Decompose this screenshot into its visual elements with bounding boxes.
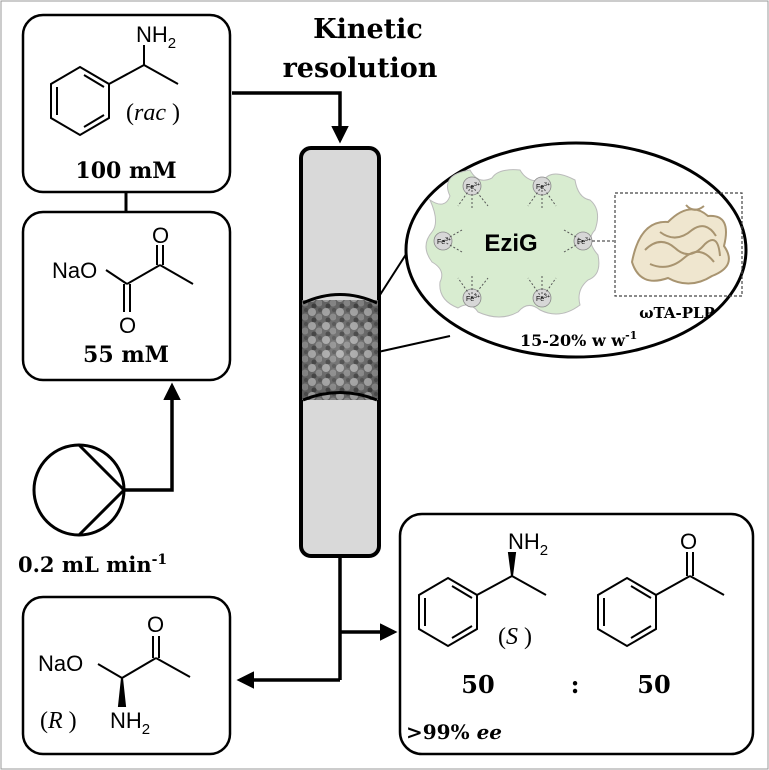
s-amine-structure-icon (418, 552, 547, 648)
catalyst-zoom: Fe3+ Fe3+ Fe3+ Fe3+ Fe3+ Fe3+ EziG ωTA-P… (404, 141, 748, 359)
ratio-separator: : (571, 670, 580, 699)
alanine-structure-icon (97, 636, 191, 707)
fe-ion-label-2: Fe3+ (536, 182, 550, 191)
ratio-left: 50 (461, 670, 494, 699)
product-amine-label: NH2 (508, 529, 548, 559)
donor-carbonyl-oxygen: O (119, 313, 136, 338)
acetophenone-structure-icon (597, 552, 725, 648)
ezig-label: EziG (484, 230, 537, 257)
fe-ion-label-4: Fe3+ (577, 237, 591, 246)
rac-label: (rac ) (126, 100, 180, 126)
title-line-1: Kinetic (313, 14, 423, 45)
byproduct-oxygen-label: O (147, 612, 164, 637)
enzyme-structure-icon (630, 204, 730, 285)
ketone-oxygen-label: O (680, 529, 697, 554)
ee-value: >99% ee (406, 720, 502, 744)
r-stereo-label: (R ) (40, 708, 77, 734)
donor-box: NaO O O 55 mM (21, 210, 232, 382)
title-line-2: resolution (283, 53, 438, 84)
substrate-concentration: 100 mM (75, 158, 176, 184)
benzene-ring-icon (50, 45, 179, 137)
feed-line (232, 91, 349, 144)
s-stereo-label: (S ) (498, 624, 532, 650)
pump-line (124, 382, 181, 492)
ezig-bead-icon: Fe3+ Fe3+ Fe3+ Fe3+ Fe3+ Fe3+ (425, 169, 600, 318)
ratio-right: 50 (637, 670, 670, 699)
pump-icon (32, 443, 126, 537)
enzyme-loading: 15-20% w w-1 (520, 329, 637, 350)
zoom-line-lower (377, 335, 451, 353)
fe-ion-label-6: Fe3+ (536, 294, 550, 303)
pyruvate-structure-icon (105, 245, 194, 312)
byproduct-nao-label: NaO (38, 651, 83, 676)
donor-nao-label: NaO (52, 258, 97, 283)
amine-label: NH2 (136, 22, 176, 52)
products-box: NH2 (S ) O 50 : 50 >99% ee (398, 512, 755, 756)
donor-concentration: 55 mM (83, 342, 169, 368)
pump-flow-rate: 0.2 mL min-1 (18, 552, 167, 577)
fe-ion-label-3: Fe3+ (437, 237, 451, 246)
packed-bed-column (299, 146, 381, 558)
byproduct-amine-label: NH2 (110, 708, 150, 738)
donor-ketone-oxygen: O (152, 223, 169, 248)
byproduct-box: NaO O NH2 (R ) (21, 595, 232, 756)
fe-ion-label-5: Fe3+ (466, 294, 480, 303)
fe-ion-label-1: Fe3+ (466, 182, 480, 191)
substrate-box: NH2 (rac ) 100 mM (21, 13, 232, 194)
enzyme-label: ωTA-PLP (639, 304, 715, 322)
